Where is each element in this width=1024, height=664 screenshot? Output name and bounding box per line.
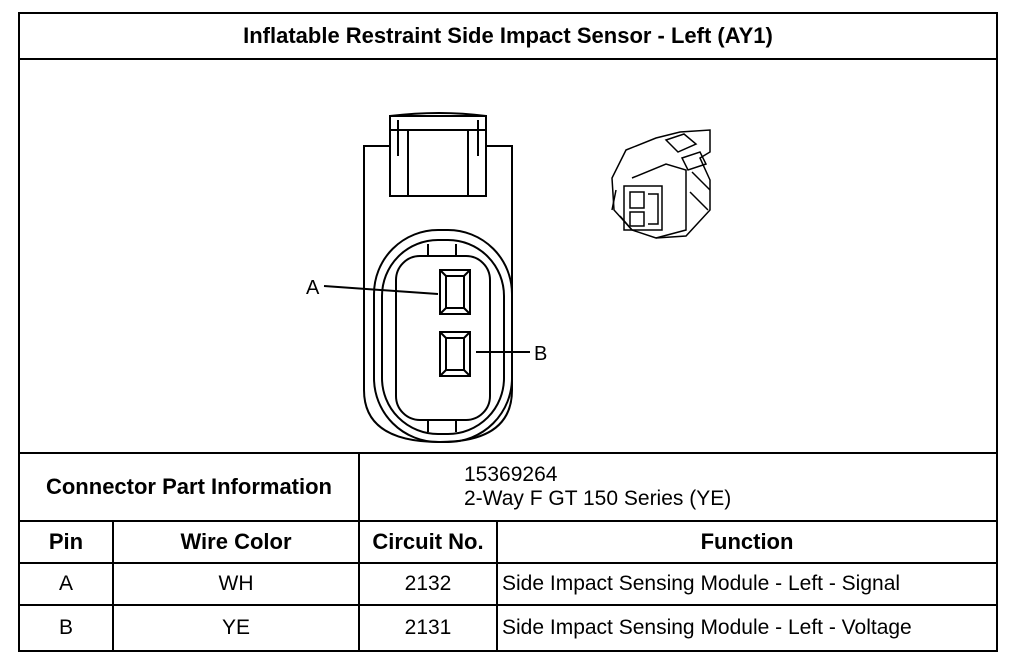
row-b-circuit: 2131 [404, 616, 452, 639]
connector-drawing: A B [306, 112, 711, 444]
connector-sheet: Inflatable Restraint Side Impact Sensor … [18, 12, 998, 652]
col-circuit: Circuit No. [372, 529, 484, 554]
col-function: Function [700, 529, 794, 554]
connector-info-header: Connector Part Information [45, 474, 332, 499]
divider [496, 522, 498, 652]
row-a-function: Side Impact Sensing Module - Left - Sign… [502, 572, 901, 595]
connector-info-value: 15369264 2-Way F GT 150 Series (YE) [360, 454, 996, 520]
col-pin: Pin [48, 529, 84, 554]
pin-a-label: A [306, 277, 320, 299]
connector-face-view [323, 112, 530, 444]
row-a-circuit: 2132 [404, 572, 452, 595]
divider [112, 522, 114, 652]
col-wire-color: Wire Color [180, 529, 292, 554]
row-a-wire-color: WH [218, 572, 254, 595]
row-a-pin: A [58, 572, 73, 595]
row-b-function: Side Impact Sensing Module - Left - Volt… [502, 616, 912, 639]
row-b-wire-color: YE [221, 616, 250, 639]
divider [20, 520, 996, 522]
connector-figure: A B [20, 60, 996, 454]
part-number: 15369264 [464, 463, 558, 486]
row-b-pin: B [58, 616, 73, 639]
divider [20, 604, 996, 606]
page-title: Inflatable Restraint Side Impact Sensor … [20, 14, 996, 60]
divider [20, 562, 996, 564]
connector-iso-view [611, 129, 711, 239]
pin-b-label: B [534, 343, 547, 365]
connector-description: 2-Way F GT 150 Series (YE) [464, 487, 732, 510]
divider [358, 454, 360, 652]
